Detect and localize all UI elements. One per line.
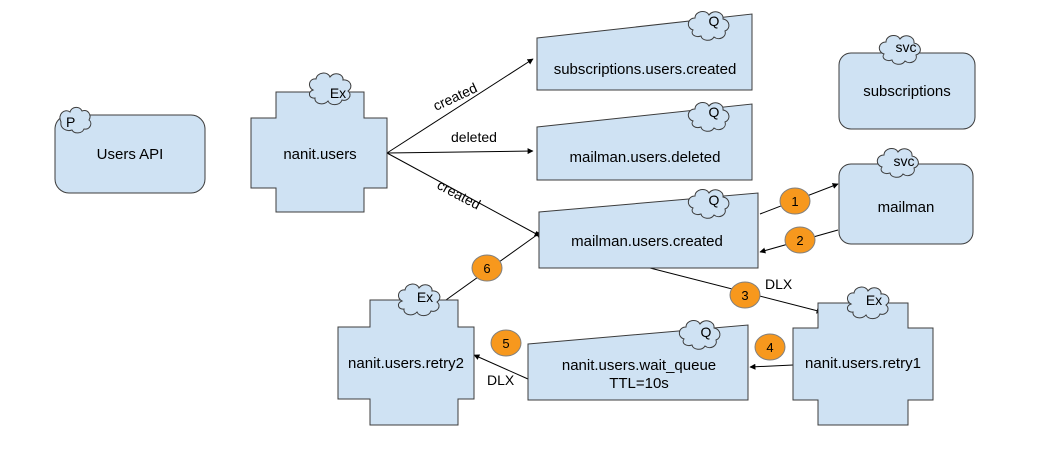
cloud-icon (687, 188, 730, 219)
edge-nanit-users-to-subscriptions-created (386, 58, 534, 154)
cloud-icon (687, 101, 730, 132)
badge-number: 6 (483, 261, 490, 276)
step-badge-5: 5 (490, 329, 522, 357)
users-api-box (54, 114, 206, 194)
node-tag: svc (896, 39, 917, 55)
node-tag: Ex (417, 289, 433, 305)
node-label: subscriptions (863, 83, 951, 100)
node-tag: Q (709, 104, 720, 120)
cloud-icon (59, 106, 92, 134)
badge-circle (784, 226, 816, 254)
edge-nanit-users-to-mailman-created (386, 152, 541, 237)
edge-label-deleted: deleted (451, 129, 497, 145)
node-label-line2: TTL=10s (609, 375, 669, 392)
node-tag: Q (701, 324, 712, 340)
node-nanit-users-retry1: Ex nanit.users.retry1 (792, 286, 934, 426)
edge-retry1-to-wait-queue (749, 363, 794, 370)
node-mailman-users-created: Q mailman.users.created (538, 188, 759, 269)
badge-number: 3 (741, 288, 748, 303)
badge-circle (471, 254, 503, 282)
node-tag: P (66, 114, 75, 130)
node-tag: Q (709, 192, 720, 208)
badge-number: 1 (791, 194, 798, 209)
node-users-api: P Users API (54, 106, 206, 194)
node-tag: Ex (866, 292, 882, 308)
exchange-shape (337, 299, 475, 426)
edge-label-dlx-2: DLX (487, 372, 515, 388)
node-mailman-users-deleted: Q mailman.users.deleted (536, 101, 753, 181)
node-label: Users API (97, 146, 164, 163)
badge-number: 5 (502, 336, 509, 351)
node-subscriptions-service: svc subscriptions (838, 34, 976, 130)
edge-nanit-users-to-mailman-deleted (386, 148, 534, 155)
cloud-icon (846, 286, 890, 320)
badge-number: 4 (766, 340, 773, 355)
node-nanit-users-wait-queue: Q nanit.users.wait_queue TTL=10s (527, 319, 749, 401)
edge-wait-queue-to-retry2 (473, 354, 529, 380)
node-label: nanit.users (283, 146, 356, 163)
step-badge-4: 4 (754, 333, 786, 361)
edge-label-dlx-1: DLX (765, 276, 793, 292)
cloud-icon (687, 10, 730, 41)
node-label: subscriptions.users.created (554, 61, 737, 78)
step-badges: 1 2 3 4 5 6 (471, 187, 816, 361)
cloud-icon (397, 283, 441, 317)
node-mailman-service: svc mailman (838, 147, 974, 245)
step-badge-3: 3 (729, 281, 761, 309)
exchange-shape (250, 91, 388, 213)
step-badge-2: 2 (784, 226, 816, 254)
badge-circle (779, 187, 811, 215)
badge-circle (729, 281, 761, 309)
node-label: mailman (878, 199, 935, 216)
cloud-icon (308, 72, 352, 106)
badge-circle (490, 329, 522, 357)
step-badge-1: 1 (779, 187, 811, 215)
node-label: mailman.users.created (571, 233, 723, 250)
badge-circle (754, 333, 786, 361)
cloud-icon (678, 319, 721, 350)
badge-number: 2 (796, 233, 803, 248)
node-subscriptions-users-created: Q subscriptions.users.created (536, 10, 753, 91)
step-badge-6: 6 (471, 254, 503, 282)
node-nanit-users-retry2: Ex nanit.users.retry2 (337, 283, 475, 426)
node-tag: svc (894, 153, 915, 169)
node-nanit-users: Ex nanit.users (250, 72, 388, 213)
node-label: nanit.users.retry1 (805, 355, 921, 372)
node-label-line1: nanit.users.wait_queue (562, 357, 716, 374)
edge-label-created-bottom: created (435, 177, 484, 213)
exchange-shape (792, 302, 934, 426)
node-tag: Ex (330, 85, 346, 101)
cloud-icon (876, 147, 919, 178)
edge-label-created-top: created (431, 79, 480, 113)
cloud-icon (878, 34, 921, 65)
node-label: mailman.users.deleted (570, 149, 721, 166)
node-tag: Q (709, 13, 720, 29)
node-label: nanit.users.retry2 (348, 355, 464, 372)
